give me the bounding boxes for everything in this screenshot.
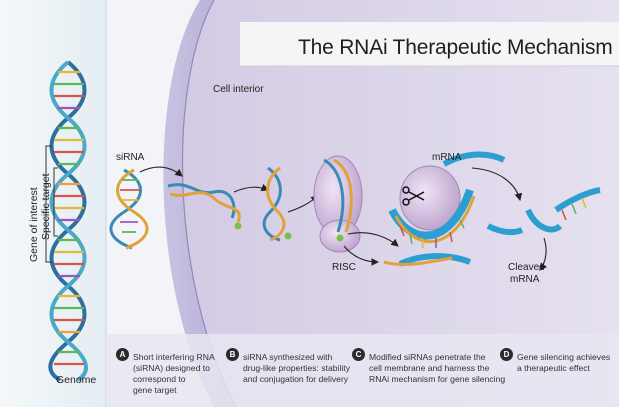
- step-a-badge: A: [116, 348, 129, 361]
- step-c-line: Modified siRNAs penetrate the: [369, 352, 486, 362]
- specific-target-label: Specific target: [40, 173, 52, 240]
- step-c-badge: C: [352, 348, 365, 361]
- step-a-description: Short interfering RNA (siRNA) designed t…: [133, 352, 215, 396]
- scissors-icon: [402, 186, 425, 206]
- step-d-line: a therapeutic effect: [517, 363, 590, 373]
- sirna-label: siRNA: [116, 152, 145, 163]
- step-c-line: cell membrane and harness the: [369, 363, 490, 373]
- cell-interior-label: Cell interior: [213, 84, 264, 95]
- mrna-label: mRNA: [432, 152, 462, 163]
- step-b-badge: B: [226, 348, 239, 361]
- step-b-description: siRNA synthesized with drug-like propert…: [243, 352, 350, 385]
- genome-helix-graphic: [48, 60, 88, 382]
- gene-of-interest-label: Gene of interest: [28, 187, 40, 262]
- risc-label: RISC: [332, 262, 356, 273]
- cleaved-mrna-label-line1: Cleaved: [508, 262, 545, 273]
- cleaved-mrna-graphic: [486, 187, 601, 236]
- step-b-line: and conjugation for delivery: [243, 374, 349, 384]
- step-a-line: gene target: [133, 385, 177, 395]
- step-d-line: Gene silencing achieves: [517, 352, 611, 362]
- step-b-line: siRNA synthesized with: [243, 352, 333, 362]
- sirna-helix-graphic: [109, 168, 149, 250]
- step-a-line: correspond to: [133, 374, 186, 384]
- diagram-title: The RNAi Therapeutic Mechanism: [298, 36, 613, 59]
- cleaved-mrna-label-line2: mRNA: [510, 274, 540, 285]
- genome-label: Genome: [56, 374, 97, 386]
- modified-sirna-graphic: [167, 183, 242, 230]
- step-c-line: RNAi mechanism for gene silencing: [369, 374, 506, 384]
- step-d-badge: D: [500, 348, 513, 361]
- internal-sirna-graphic: [262, 166, 292, 242]
- risc-complex-graphic: [313, 155, 363, 253]
- step-b-line: drug-like properties: stability: [243, 363, 350, 373]
- step-a-line: (siRNA) designed to: [133, 363, 210, 373]
- step-c-description: Modified siRNAs penetrate the cell membr…: [369, 352, 505, 385]
- step-d-description: Gene silencing achieves a therapeutic ef…: [517, 352, 610, 374]
- mrna-risc-binding-graphic: [383, 151, 506, 267]
- step-a-line: Short interfering RNA: [133, 352, 215, 362]
